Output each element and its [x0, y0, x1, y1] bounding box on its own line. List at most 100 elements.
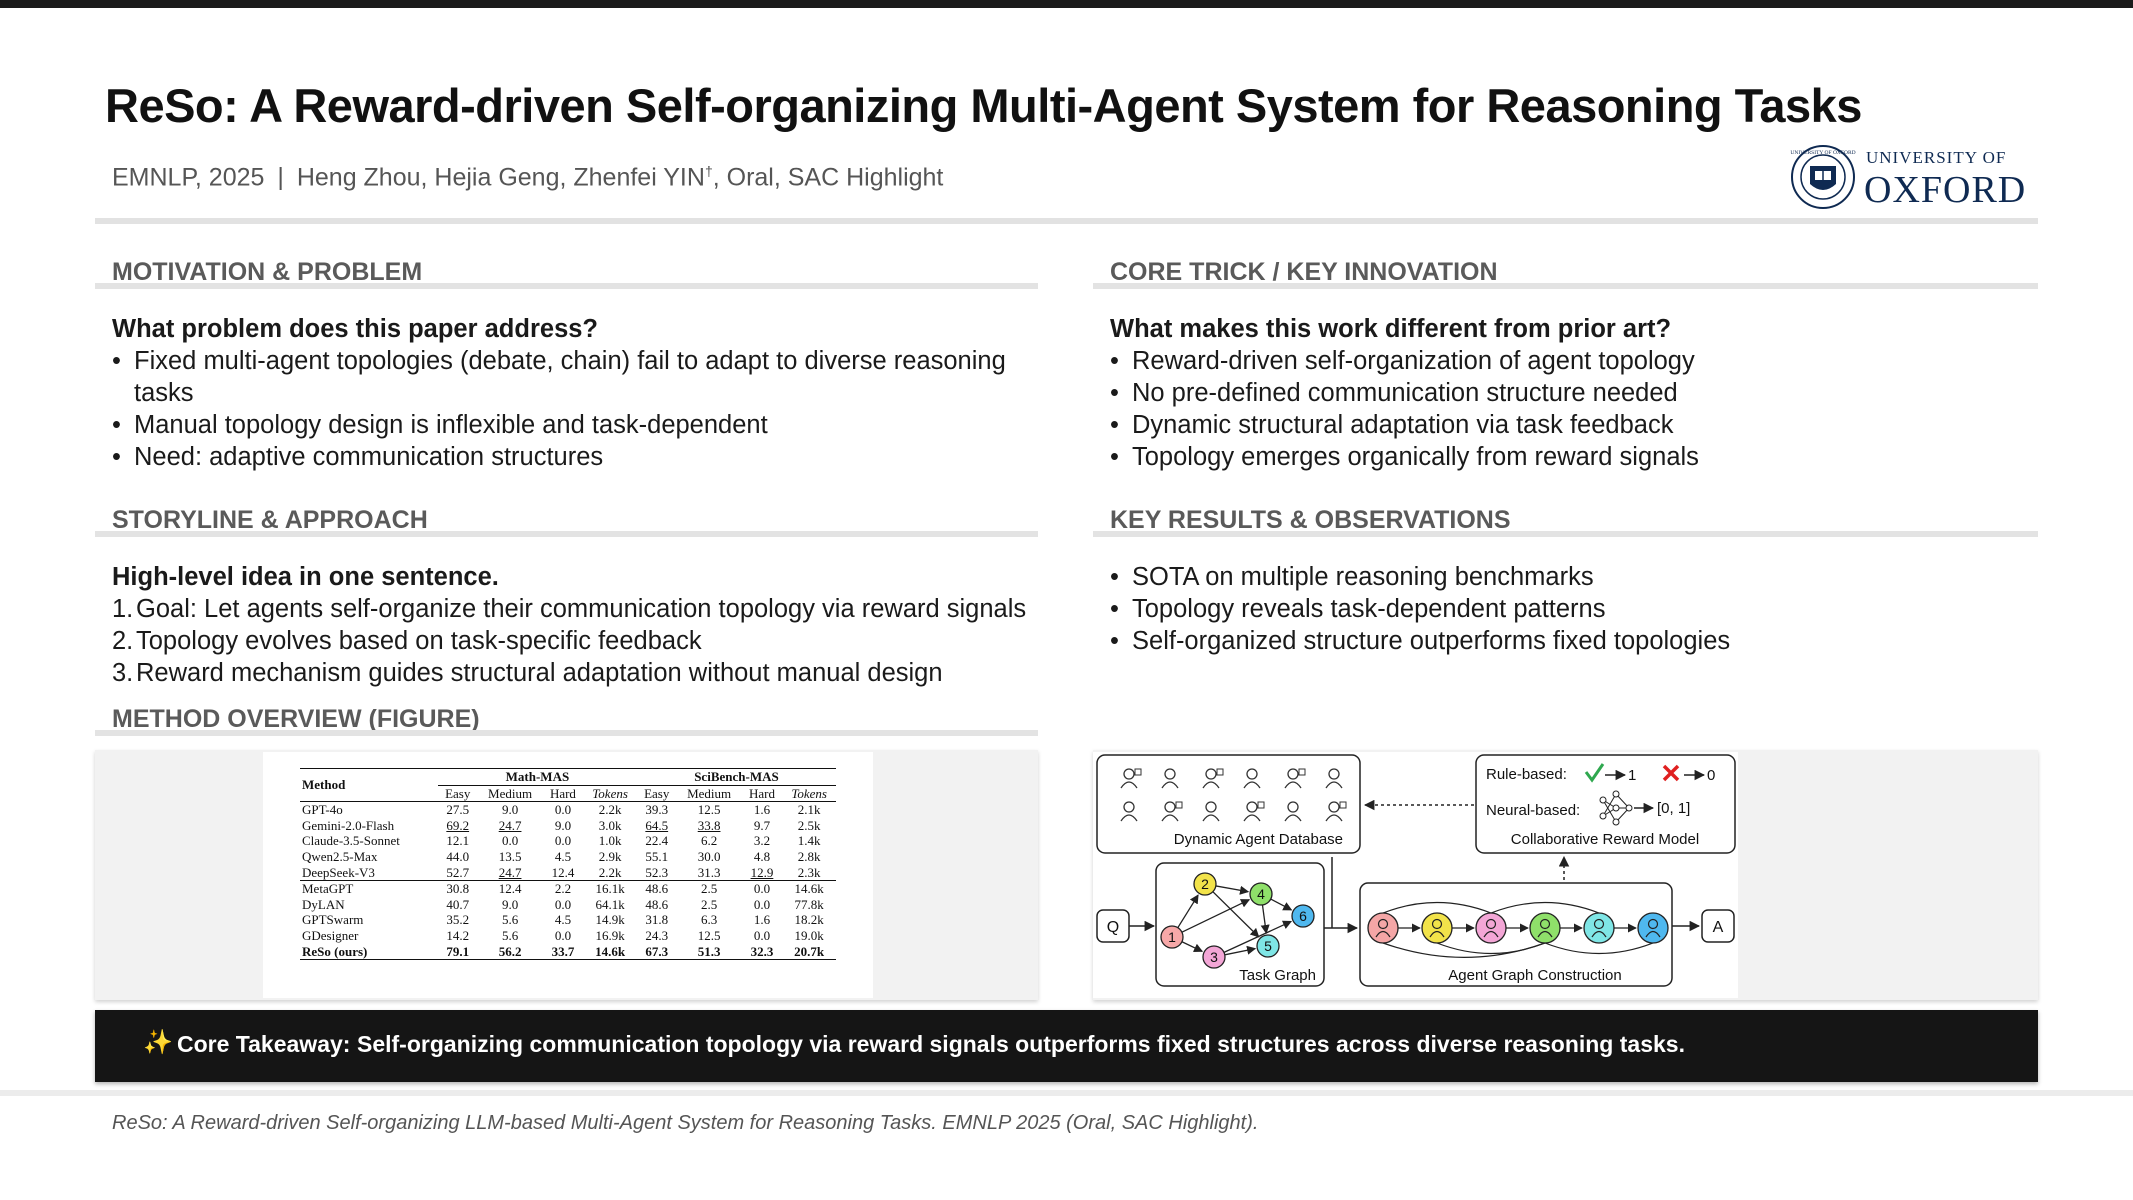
table-cell: 30.8	[446, 881, 470, 897]
agent-graph-box	[1359, 882, 1673, 987]
footer-citation: ReSo: A Reward-driven Self-organizing LL…	[112, 1112, 1259, 1134]
table-cell: 55.1	[645, 848, 669, 864]
agent-graph-nodes	[1367, 901, 1669, 958]
table-cell: 0.0	[554, 896, 572, 912]
table-subheader: Easy	[644, 785, 670, 801]
motivation-heading: MOTIVATION & PROBLEM	[112, 258, 423, 286]
neural-network-icon	[1599, 790, 1633, 826]
table-cell: 2.9k	[598, 848, 622, 864]
svg-text:3: 3	[1210, 949, 1218, 965]
oxford-seal-icon: UNIVERSITY OF OXFORD	[1790, 145, 1856, 209]
table-cell: 69.2	[446, 817, 470, 833]
core-heading: CORE TRICK / KEY INNOVATION	[1110, 258, 1498, 286]
task-node: 3	[1202, 945, 1226, 969]
task-node: 4	[1249, 882, 1273, 906]
method-diagram: Dynamic Agent Database Rule-based: 1 0 N…	[1096, 754, 1736, 987]
agent-node	[1637, 912, 1669, 944]
task-graph-edge	[1212, 891, 1260, 938]
svg-text:1: 1	[1168, 929, 1176, 945]
table-cell: 14.6k	[595, 943, 626, 959]
table-cell: 0.0	[554, 802, 572, 818]
table-cell: 5.6	[501, 912, 519, 928]
agent-node	[1583, 912, 1615, 944]
storyline-body: High-level idea in one sentence. 1.Goal:…	[112, 561, 1052, 689]
table-cell-method: Qwen2.5-Max	[302, 848, 378, 864]
table-cell: 35.2	[446, 912, 470, 928]
authors: Heng Zhou, Hejia Geng, Zhenfei YIN	[296, 163, 705, 192]
table-cell: 48.6	[645, 881, 669, 897]
task-graph-edge	[1177, 894, 1199, 929]
table-cell: 0.0	[554, 833, 572, 849]
list-item: 2.Topology evolves based on task-specifi…	[112, 627, 702, 655]
table-cell: 2.2	[554, 881, 572, 897]
table-cell-method: ReSo (ours)	[302, 943, 368, 959]
table-cell: 24.7	[498, 817, 522, 833]
table-cell: 2.5	[700, 881, 718, 897]
task-graph-edge	[1270, 898, 1293, 911]
table-cell: 2.2k	[598, 802, 622, 818]
table-cell: 12.1	[446, 833, 470, 849]
table-cell: 12.5	[697, 802, 721, 818]
agent-icon	[1284, 801, 1302, 822]
table-cell: 6.3	[700, 912, 718, 928]
table-cell: 12.4	[551, 864, 575, 880]
venue: EMNLP, 2025	[112, 163, 265, 192]
agent-node	[1475, 912, 1507, 944]
task-node: 1	[1160, 925, 1184, 949]
table-cell: 4.8	[753, 848, 771, 864]
neural-range: [0, 1]	[1657, 800, 1690, 817]
oxford-logo: UNIVERSITY OF OXFORD UNIVERSITY OF OXFOR…	[1790, 140, 2040, 214]
task-graph-label: Task Graph	[1239, 967, 1316, 984]
table-cell: 1.4k	[797, 833, 821, 849]
header-divider	[95, 218, 2038, 224]
svg-text:5: 5	[1264, 938, 1272, 954]
table-cell: 24.3	[645, 927, 669, 943]
storyline-question: High-level idea in one sentence.	[112, 563, 499, 591]
motivation-rule	[95, 283, 1038, 289]
table-cell: 22.4	[645, 833, 669, 849]
list-item: •Self-organized structure outperforms fi…	[1110, 627, 1731, 655]
answer-box	[1701, 909, 1735, 943]
task-graph-edges	[1177, 885, 1293, 956]
task-node: 5	[1256, 934, 1280, 958]
results-heading: KEY RESULTS & OBSERVATIONS	[1110, 506, 1511, 534]
agent-arc	[1382, 901, 1492, 914]
results-body: •SOTA on multiple reasoning benchmarks •…	[1110, 561, 2030, 657]
table-cell: 12.5	[697, 927, 721, 943]
table-cell-method: DeepSeek-V3	[302, 864, 375, 880]
author-mark: †	[704, 163, 713, 179]
table-cell: 0.0	[753, 881, 771, 897]
table-cell: 3.2	[753, 833, 771, 849]
table-cell: 33.7	[551, 943, 575, 959]
meta-separator: |	[277, 163, 284, 192]
svg-text:6: 6	[1299, 908, 1307, 924]
paper-meta: EMNLP, 2025 | Heng Zhou, Hejia Geng, Zhe…	[112, 163, 943, 192]
table-cell-method: MetaGPT	[302, 881, 354, 897]
agent-arc	[1490, 901, 1600, 914]
table-cell: 2.8k	[797, 848, 821, 864]
table-cell: 40.7	[446, 896, 470, 912]
task-graph-edge	[1224, 945, 1257, 956]
table-cell: 1.6	[753, 802, 771, 818]
agent-arc	[1544, 942, 1654, 955]
list-item: •Need: adaptive communication structures	[112, 443, 604, 471]
task-node: 6	[1291, 904, 1315, 928]
agent-icon	[1120, 801, 1138, 822]
table-cell: 1.6	[753, 912, 771, 928]
takeaway-text: Self-organizing communication topology v…	[357, 1031, 1685, 1057]
agent-icon	[1325, 801, 1347, 822]
table-cell: 20.7k	[794, 943, 825, 959]
paper-tags: , Oral, SAC Highlight	[712, 163, 944, 192]
sparkles-icon: ✨	[143, 1029, 173, 1056]
cross-icon	[1662, 764, 1680, 782]
table-cell: 5.6	[501, 927, 519, 943]
table-subheader: Medium	[687, 785, 732, 801]
motivation-question: What problem does this paper address?	[112, 315, 599, 343]
agent-icon	[1284, 768, 1306, 789]
